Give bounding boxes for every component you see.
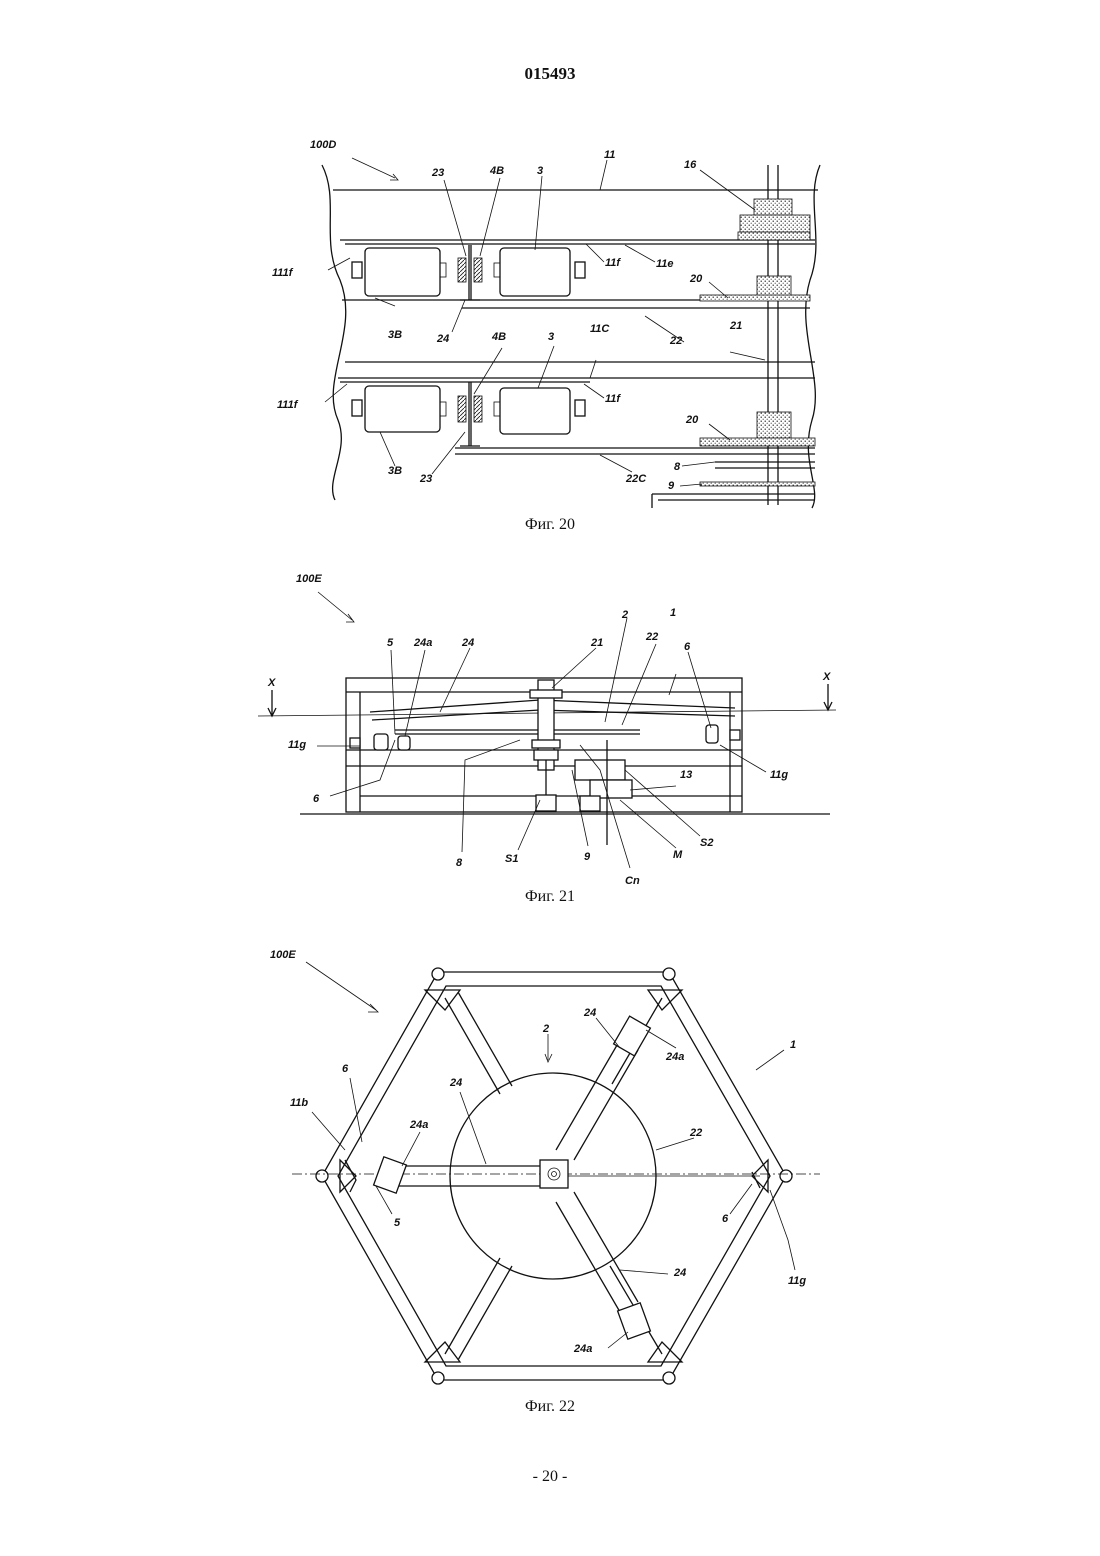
fig22-label-24a-left: 24a bbox=[409, 1119, 428, 1131]
fig21-label-cn: Cn bbox=[625, 875, 640, 887]
fig21-label-s2: S2 bbox=[700, 837, 713, 849]
page-number: - 20 - bbox=[0, 1468, 1100, 1486]
fig22-label-11b: 11b bbox=[290, 1097, 308, 1109]
fig20-caption: Фиг. 20 bbox=[0, 516, 1100, 534]
fig21-label-6: 6 bbox=[684, 641, 691, 653]
fig22-label-24a-bottom: 24a bbox=[573, 1343, 592, 1355]
fig21-label-m: M bbox=[673, 849, 683, 861]
fig20-label-23-lower: 23 bbox=[419, 473, 432, 485]
fig21-label-21: 21 bbox=[590, 637, 603, 649]
fig20-label-11f-lower: 11f bbox=[605, 393, 621, 405]
fig22-label-6-left: 6 bbox=[342, 1063, 349, 1075]
fig21-label-1: 1 bbox=[670, 607, 676, 619]
fig20-label-111f-lower: 111f bbox=[277, 399, 299, 411]
fig21-label-8: 8 bbox=[456, 857, 463, 869]
fig20-label-3: 3 bbox=[537, 165, 543, 177]
fig21-label-24a: 24a bbox=[413, 637, 432, 649]
figure-20-drawing: 100D 23 4B 3 11 16 111f 11f 11e 20 3B 24… bbox=[0, 0, 1100, 520]
figure-21-drawing: 100E X X 5 24a 24 21 2 22 1 6 11g 6 11g … bbox=[0, 560, 1100, 895]
fig20-label-22c: 22C bbox=[625, 473, 647, 485]
fig22-label-1: 1 bbox=[790, 1039, 796, 1051]
fig22-label-6-right: 6 bbox=[722, 1213, 729, 1225]
fig21-label-11g-right: 11g bbox=[770, 769, 788, 781]
fig21-label-11g: 11g bbox=[288, 739, 306, 751]
fig21-label-s1: S1 bbox=[505, 853, 518, 865]
fig22-label-24-top: 24 bbox=[583, 1007, 596, 1019]
fig21-label-x-right: X bbox=[822, 671, 831, 683]
fig21-caption: Фиг. 21 bbox=[0, 888, 1100, 906]
fig20-label-22: 22 bbox=[669, 335, 682, 347]
fig22-label-2: 2 bbox=[542, 1023, 549, 1035]
fig20-label-11e: 11e bbox=[656, 258, 674, 270]
fig20-label-111f: 111f bbox=[272, 267, 294, 279]
fig20-label-20: 20 bbox=[689, 273, 703, 285]
fig22-label-24-bottom: 24 bbox=[673, 1267, 686, 1279]
fig20-label-23: 23 bbox=[431, 167, 444, 179]
fig20-label-3b: 3B bbox=[388, 329, 402, 341]
figure-22-drawing: 100E 2 24 24 24 24 24a 24a 24a 1 6 6 11b… bbox=[0, 935, 1100, 1405]
fig21-label-13: 13 bbox=[680, 769, 692, 781]
fig20-label-21: 21 bbox=[729, 320, 742, 332]
fig22-label-24a-top: 24a bbox=[665, 1051, 684, 1063]
fig21-label-24: 24 bbox=[461, 637, 474, 649]
fig22-label-5: 5 bbox=[394, 1217, 401, 1229]
fig22-label-24-left: 24 bbox=[449, 1077, 462, 1089]
fig20-label-3-lower: 3 bbox=[548, 331, 554, 343]
fig21-label-5: 5 bbox=[387, 637, 394, 649]
fig20-label-8: 8 bbox=[674, 461, 681, 473]
fig20-label-11f: 11f bbox=[605, 257, 621, 269]
fig21-label-2: 2 bbox=[621, 609, 628, 621]
fig22-caption: Фиг. 22 bbox=[0, 1398, 1100, 1416]
fig20-label-11c: 11C bbox=[590, 323, 610, 335]
fig20-label-20-lower: 20 bbox=[685, 414, 699, 426]
fig21-label-x-left: X bbox=[267, 677, 276, 689]
fig21-label-22: 22 bbox=[645, 631, 658, 643]
fig20-ref-label: 100D bbox=[310, 139, 336, 151]
fig20-label-4b: 4B bbox=[489, 165, 504, 177]
fig20-label-9: 9 bbox=[668, 480, 675, 492]
fig20-label-11: 11 bbox=[604, 149, 615, 161]
fig20-label-3b-lower: 3B bbox=[388, 465, 402, 477]
fig22-label-22: 22 bbox=[689, 1127, 702, 1139]
fig20-label-4b-lower: 4B bbox=[491, 331, 506, 343]
fig20-label-16: 16 bbox=[684, 159, 697, 171]
fig22-ref-label: 100E bbox=[270, 949, 296, 961]
fig22-label-11g: 11g bbox=[788, 1275, 806, 1287]
fig21-label-6-lower: 6 bbox=[313, 793, 320, 805]
fig21-label-9: 9 bbox=[584, 851, 591, 863]
fig20-label-24: 24 bbox=[436, 333, 449, 345]
fig21-ref-label: 100E bbox=[296, 573, 322, 585]
